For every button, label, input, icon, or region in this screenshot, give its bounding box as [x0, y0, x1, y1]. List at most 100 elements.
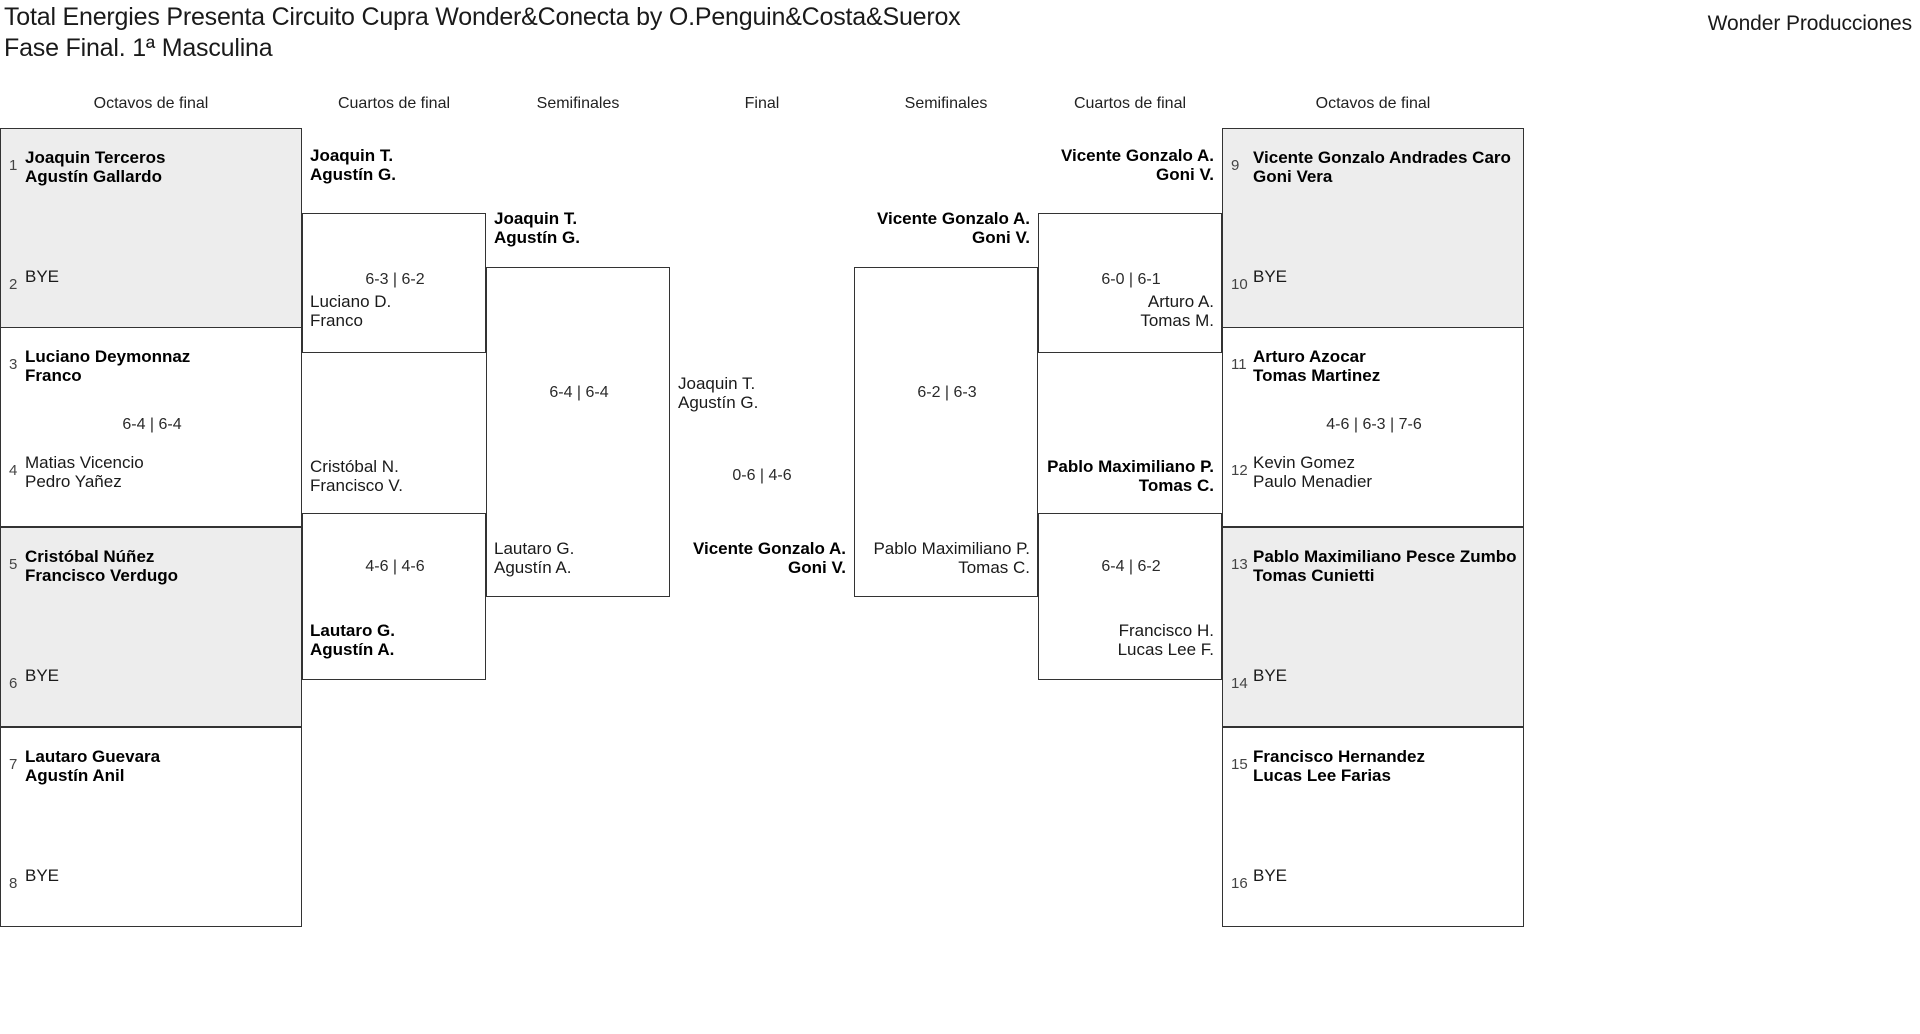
sf-box-right[interactable]: 6-2 | 6-3 — [854, 267, 1038, 597]
page-title: Total Energies Presenta Circuito Cupra W… — [4, 2, 1304, 64]
match-score: 6-0 | 6-1 — [1101, 271, 1161, 288]
sf-box-left[interactable]: 6-4 | 6-4 — [486, 267, 670, 597]
player-name-1: Lautaro Guevara — [25, 747, 161, 766]
qf-left-top-loser-line1: Luciano D. — [310, 292, 392, 311]
qf-right-top-winner-line2: Goni V. — [1156, 165, 1214, 184]
match-score: 4-6 | 4-6 — [365, 558, 425, 575]
sf-right-winner-line1: Vicente Gonzalo A. — [876, 209, 1030, 228]
final-bottom-line1: Vicente Gonzalo A. — [692, 539, 846, 558]
player-name-1: Francisco Hernandez — [1253, 747, 1425, 766]
sf-right-winner-line2: Goni V. — [972, 228, 1030, 247]
round-header-cuartos-right: Cuartos de final — [1073, 95, 1187, 112]
sf-left-winner-line2: Agustín G. — [494, 228, 580, 247]
player-name-2: Agustín Gallardo — [25, 167, 162, 186]
seed-number: 1 — [9, 157, 18, 174]
sf-left-loser-line2: Agustín A. — [494, 558, 572, 577]
match-slot-6[interactable]: 11 Arturo Azocar Tomas Martinez 4-6 | 6-… — [1222, 327, 1524, 527]
qf-left-top-winner-line1: Joaquin T. — [310, 146, 394, 165]
final-score: 0-6 | 4-6 — [732, 467, 792, 484]
player-name-2: Franco — [25, 366, 82, 385]
qf-right-top-winner-line1: Vicente Gonzalo A. — [1060, 146, 1214, 165]
match-slot-2[interactable]: 3 Luciano Deymonnaz Franco 6-4 | 6-4 4 M… — [0, 327, 302, 527]
round-header-semis-left: Semifinales — [536, 95, 620, 112]
match-slot-5[interactable]: 9 Vicente Gonzalo Andrades Caro Goni Ver… — [1222, 128, 1524, 328]
player-name-1: BYE — [1253, 267, 1288, 286]
qf-box-right-bottom[interactable]: 6-4 | 6-2 — [1038, 513, 1222, 680]
seed-number: 7 — [9, 756, 18, 773]
qf-box-right-top[interactable]: 6-0 | 6-1 — [1038, 213, 1222, 353]
seed-number: 4 — [9, 462, 18, 479]
match-score: 6-4 | 6-4 — [122, 416, 182, 433]
match-score: 6-3 | 6-2 — [365, 271, 425, 288]
seed-number: 9 — [1231, 157, 1240, 174]
player-name-1: BYE — [25, 866, 60, 885]
final-top-line1: Joaquin T. — [678, 374, 756, 393]
qf-left-bottom-winner-line1: Lautaro G. — [310, 621, 396, 640]
seed-number: 10 — [1231, 276, 1248, 293]
match-score: 6-2 | 6-3 — [917, 384, 977, 401]
qf-left-bottom-winner-line2: Agustín A. — [310, 640, 395, 659]
player-name-2: Francisco Verdugo — [25, 566, 179, 585]
final-bottom-line2: Goni V. — [788, 558, 846, 577]
title-line-1: Total Energies Presenta Circuito Cupra W… — [4, 3, 961, 31]
seed-number: 16 — [1231, 875, 1248, 892]
player-name-2: Tomas Martinez — [1253, 366, 1381, 385]
match-score: 4-6 | 6-3 | 7-6 — [1326, 416, 1422, 433]
qf-right-bottom-winner-line2: Tomas C. — [1138, 476, 1214, 495]
match-slot-4[interactable]: 7 Lautaro Guevara Agustín Anil 8 BYE — [0, 727, 302, 927]
player-name-2: Goni Vera — [1253, 167, 1333, 186]
match-slot-3[interactable]: 5 Cristóbal Núñez Francisco Verdugo 6 BY… — [0, 527, 302, 727]
player-name-2: Paulo Menadier — [1253, 472, 1373, 491]
final-top-line2: Agustín G. — [678, 393, 759, 412]
player-name-2: Pedro Yañez — [25, 472, 122, 491]
match-slot-7[interactable]: 13 Pablo Maximiliano Pesce Zumbo Tomas C… — [1222, 527, 1524, 727]
seed-number: 6 — [9, 675, 18, 692]
round-header-semis-right: Semifinales — [904, 95, 988, 112]
qf-right-top-loser-line2: Tomas M. — [1140, 311, 1214, 330]
round-header-octavos-left: Octavos de final — [93, 95, 209, 112]
seed-number: 12 — [1231, 462, 1248, 479]
match-score: 6-4 | 6-2 — [1101, 558, 1161, 575]
sf-right-loser-line2: Tomas C. — [958, 558, 1030, 577]
seed-number: 2 — [9, 276, 18, 293]
match-score: 6-4 | 6-4 — [549, 384, 609, 401]
player-name-1: Cristóbal Núñez — [25, 547, 155, 566]
qf-left-top-winner-line2: Agustín G. — [310, 165, 396, 184]
sf-right-loser-line1: Pablo Maximiliano P. — [873, 539, 1030, 558]
round-header-final: Final — [744, 95, 780, 112]
player-name-2: Tomas Cunietti — [1253, 566, 1375, 585]
round-header-cuartos-left: Cuartos de final — [337, 95, 451, 112]
brand-label: Wonder Producciones — [1707, 12, 1912, 35]
player-name-1: Pablo Maximiliano Pesce Zumbo — [1253, 547, 1517, 566]
qf-left-top-loser-line2: Franco — [310, 311, 363, 330]
qf-left-bottom-loser-line1: Cristóbal N. — [310, 457, 399, 476]
qf-box-left-bottom[interactable]: 4-6 | 4-6 — [302, 513, 486, 680]
player-name-1: Kevin Gomez — [1253, 453, 1356, 472]
player-name-1: BYE — [25, 666, 60, 685]
seed-number: 3 — [9, 356, 18, 373]
player-name-1: Arturo Azocar — [1253, 347, 1366, 366]
qf-right-bottom-loser-line2: Lucas Lee F. — [1117, 640, 1214, 659]
player-name-1: BYE — [1253, 866, 1288, 885]
qf-right-bottom-loser-line1: Francisco H. — [1118, 621, 1214, 640]
qf-left-bottom-loser-line2: Francisco V. — [310, 476, 403, 495]
seed-number: 14 — [1231, 675, 1248, 692]
player-name-1: Matias Vicencio — [25, 453, 144, 472]
player-name-1: Joaquin Terceros — [25, 148, 166, 167]
match-slot-1[interactable]: 1 Joaquin Terceros Agustín Gallardo 2 BY… — [0, 128, 302, 328]
match-slot-8[interactable]: 15 Francisco Hernandez Lucas Lee Farias … — [1222, 727, 1524, 927]
player-name-1: BYE — [1253, 666, 1288, 685]
player-name-2: Agustín Anil — [25, 766, 125, 785]
seed-number: 13 — [1231, 556, 1248, 573]
round-header-octavos-right: Octavos de final — [1315, 95, 1431, 112]
qf-box-left-top[interactable]: 6-3 | 6-2 — [302, 213, 486, 353]
sf-left-winner-line1: Joaquin T. — [494, 209, 578, 228]
player-name-2: Lucas Lee Farias — [1253, 766, 1391, 785]
qf-right-top-loser-line1: Arturo A. — [1147, 292, 1214, 311]
seed-number: 5 — [9, 556, 18, 573]
seed-number: 8 — [9, 875, 18, 892]
seed-number: 15 — [1231, 756, 1248, 773]
player-name-1: Vicente Gonzalo Andrades Caro — [1253, 148, 1511, 167]
title-line-2: Fase Final. 1ª Masculina — [4, 34, 273, 62]
player-name-1: BYE — [25, 267, 60, 286]
